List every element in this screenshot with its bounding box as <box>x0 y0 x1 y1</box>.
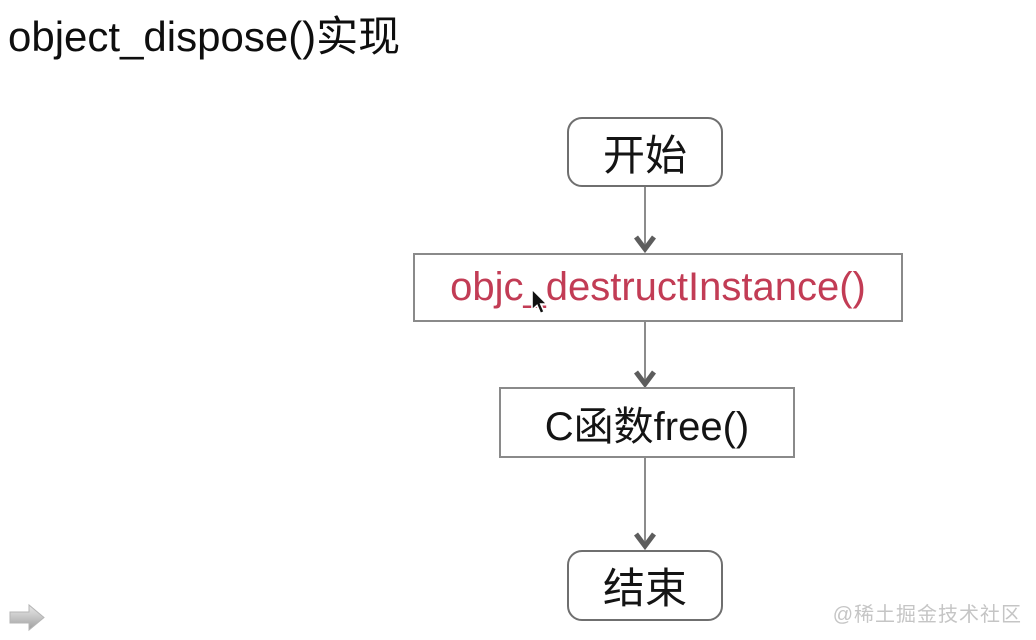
flow-node-c-free: C函数free() <box>499 387 795 458</box>
watermark: @稀土掘金技术社区 <box>832 604 1022 626</box>
flow-arrow-destruct-to-free <box>634 322 656 389</box>
next-slide-arrow-icon[interactable] <box>8 602 48 634</box>
mouse-cursor-icon <box>531 288 549 315</box>
flow-node-start: 开始 <box>567 117 723 187</box>
flow-node-objc-destruct-instance-label: objc_destructInstance() <box>450 265 866 309</box>
flow-node-objc-destruct-instance: objc_destructInstance() <box>413 253 903 322</box>
flow-node-end-label: 结束 <box>602 565 687 612</box>
page-title: object_dispose()实现 <box>8 13 401 60</box>
flow-node-c-free-label: C函数free() <box>544 404 750 449</box>
flow-node-end: 结束 <box>567 550 723 621</box>
flow-node-start-label: 开始 <box>602 131 687 179</box>
flow-arrow-free-to-end <box>634 458 656 551</box>
flow-arrow-start-to-destruct <box>634 187 656 254</box>
